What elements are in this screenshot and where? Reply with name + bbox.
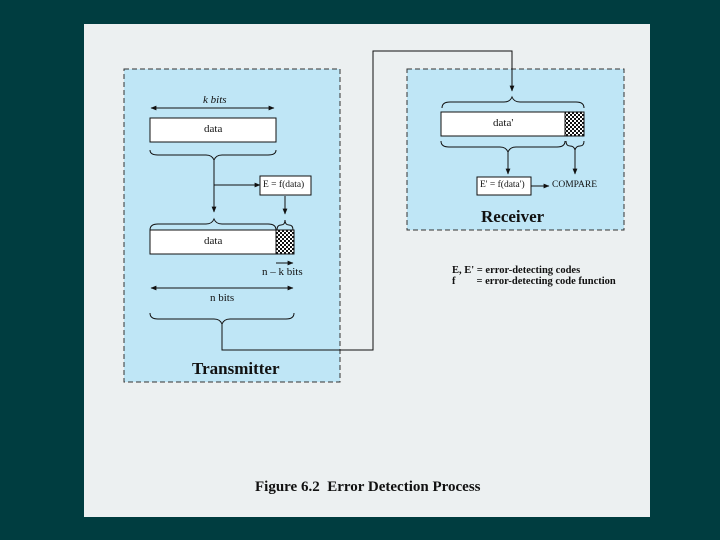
received-top-brace bbox=[441, 95, 585, 109]
legend-line-1: E, E' = error-detecting codes bbox=[452, 265, 581, 276]
received-data-box bbox=[440, 111, 566, 137]
transmitter-title: Transmitter bbox=[192, 359, 280, 378]
receiver-function-label: E' = f(data') bbox=[480, 180, 525, 190]
transmission-path bbox=[221, 50, 515, 351]
frame-top-brace bbox=[149, 217, 277, 231]
n-minus-k-bits-label: n – k bits bbox=[262, 266, 303, 278]
frame-data-box bbox=[149, 229, 277, 255]
received-code-box bbox=[564, 111, 585, 137]
transmitter-region bbox=[123, 68, 341, 383]
data-box bbox=[149, 117, 277, 143]
data-label: data bbox=[204, 123, 223, 135]
receiver-region bbox=[406, 68, 625, 231]
frame-data-label: data bbox=[204, 235, 223, 247]
figure-caption: Figure 6.2 Error Detection Process bbox=[255, 479, 481, 495]
k-bits-label: k bits bbox=[203, 94, 227, 106]
function-label: E = f(data) bbox=[263, 180, 305, 190]
code-top-brace bbox=[276, 219, 294, 231]
receiver-title: Receiver bbox=[481, 207, 545, 226]
function-box bbox=[259, 175, 312, 196]
receiver-function-box bbox=[476, 176, 532, 196]
received-data-label: data' bbox=[493, 117, 514, 129]
frame-code-box bbox=[275, 229, 295, 255]
compare-label: COMPARE bbox=[552, 180, 598, 190]
n-bits-label: n bits bbox=[210, 292, 235, 304]
legend-line-2: f = error-detecting code function bbox=[452, 276, 616, 287]
